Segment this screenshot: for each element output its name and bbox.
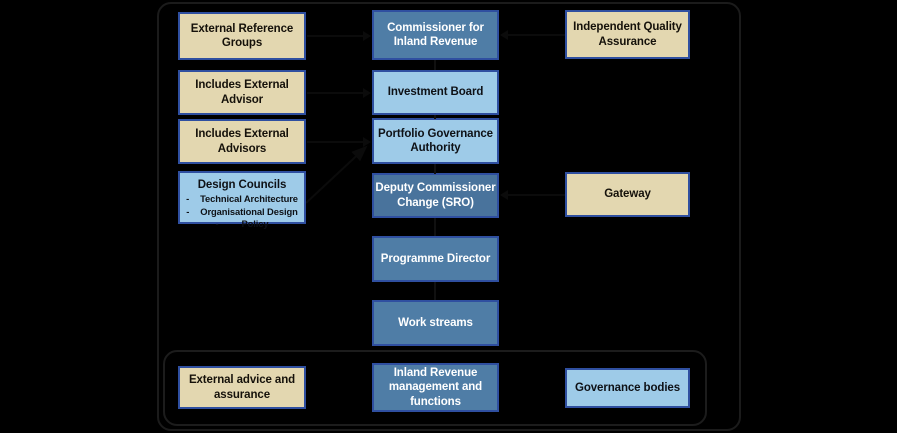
connector-external-reference-groups-to-commissioner [307, 35, 365, 37]
bullet-dash-icon: - [186, 205, 190, 217]
node-commissioner-inland-revenue[interactable]: Commissioner for Inland Revenue [372, 10, 499, 60]
legend-label-line: Governance bodies [574, 381, 681, 394]
connector-portfolio-governance-to-deputy-commissioner [434, 164, 436, 174]
design-councils-list: - Technical Architecture - Organisationa… [184, 193, 300, 230]
connector-commissioner-to-investment-board [434, 60, 436, 70]
legend-label-line: assurance [214, 388, 270, 401]
legend-label-line: functions [410, 395, 461, 408]
bullet-dash-icon: - [186, 193, 190, 205]
node-independent-quality-assurance[interactable]: Independent Quality Assurance [565, 10, 690, 59]
legend-label-line: management and [388, 381, 483, 394]
node-label-line: Authority [410, 142, 461, 154]
node-portfolio-governance-authority[interactable]: Portfolio Governance Authority [372, 118, 499, 164]
node-includes-external-advisor[interactable]: Includes External Advisor [178, 70, 306, 115]
node-label-line: External Reference [190, 22, 294, 35]
node-design-councils[interactable]: Design Councils - Technical Architecture… [178, 171, 306, 229]
legend-item-governance-bodies: Governance bodies [565, 368, 690, 408]
node-gateway[interactable]: Gateway [565, 172, 690, 217]
node-label-line: Independent Quality [573, 21, 682, 34]
arrow-head-icon [363, 88, 371, 98]
design-councils-item-label: Technical Architecture [200, 193, 298, 205]
node-programme-director[interactable]: Programme Director [372, 236, 499, 282]
node-label-line: Groups [221, 37, 263, 49]
node-label-line: Portfolio Governance [378, 127, 493, 140]
design-councils-item-label: Policy [241, 218, 269, 230]
design-councils-item: - Policy [184, 218, 300, 230]
node-label-line: Investment Board [387, 86, 484, 99]
arrow-head-icon [363, 31, 371, 41]
node-work-streams[interactable]: Work streams [372, 300, 499, 346]
arrow-head-icon [500, 190, 508, 200]
connector-includes-external-advisors-to-portfolio-governance [307, 141, 365, 143]
bullet-dash-icon: - [215, 218, 219, 230]
legend-label-line: Inland Revenue [393, 366, 478, 379]
node-label-line: Gateway [604, 188, 651, 201]
connector-independent-quality-assurance-to-commissioner [508, 34, 565, 36]
node-includes-external-advisors[interactable]: Includes External Advisors [178, 119, 306, 164]
connector-programme-director-to-work-streams [434, 282, 436, 300]
node-label-line: Includes External [195, 128, 289, 141]
connector-deputy-commissioner-to-programme-director [434, 218, 436, 236]
arrow-head-icon [363, 137, 371, 147]
legend-item-inland-revenue-management-and-functions: Inland Revenue management and functions [372, 363, 499, 412]
node-label-line: Inland Revenue [393, 36, 478, 48]
connector-investment-board-to-portfolio-governance [434, 115, 436, 119]
design-councils-item-label: Organisational Design [200, 205, 298, 217]
connector-gateway-to-deputy-commissioner [508, 194, 565, 196]
node-label-line: Commissioner for [387, 21, 484, 34]
node-label-line: Assurance [598, 35, 657, 48]
connector-includes-external-advisor-to-investment-board [307, 92, 365, 94]
arrow-head-icon [500, 30, 508, 40]
design-councils-title: Design Councils [197, 179, 287, 191]
node-label-line: Programme Director [380, 252, 491, 265]
node-investment-board[interactable]: Investment Board [372, 70, 499, 115]
node-label-line: Includes External [195, 79, 289, 92]
node-label-line: Advisors [217, 142, 267, 155]
node-label-line: Deputy Commissioner [375, 182, 496, 195]
node-deputy-commissioner-change-sro[interactable]: Deputy Commissioner Change (SRO) [372, 173, 499, 218]
design-councils-item: - Organisational Design [184, 206, 300, 218]
node-label-line: Work streams [398, 316, 473, 329]
legend-item-external-advice-and-assurance: External advice and assurance [178, 366, 306, 409]
node-label-line: Change (SRO) [397, 196, 474, 209]
node-label-line: Advisor [220, 93, 264, 106]
node-external-reference-groups[interactable]: External Reference Groups [178, 12, 306, 60]
legend-frame [163, 350, 707, 426]
legend-label-line: External advice and [188, 374, 296, 387]
design-councils-item: - Technical Architecture [184, 193, 300, 205]
